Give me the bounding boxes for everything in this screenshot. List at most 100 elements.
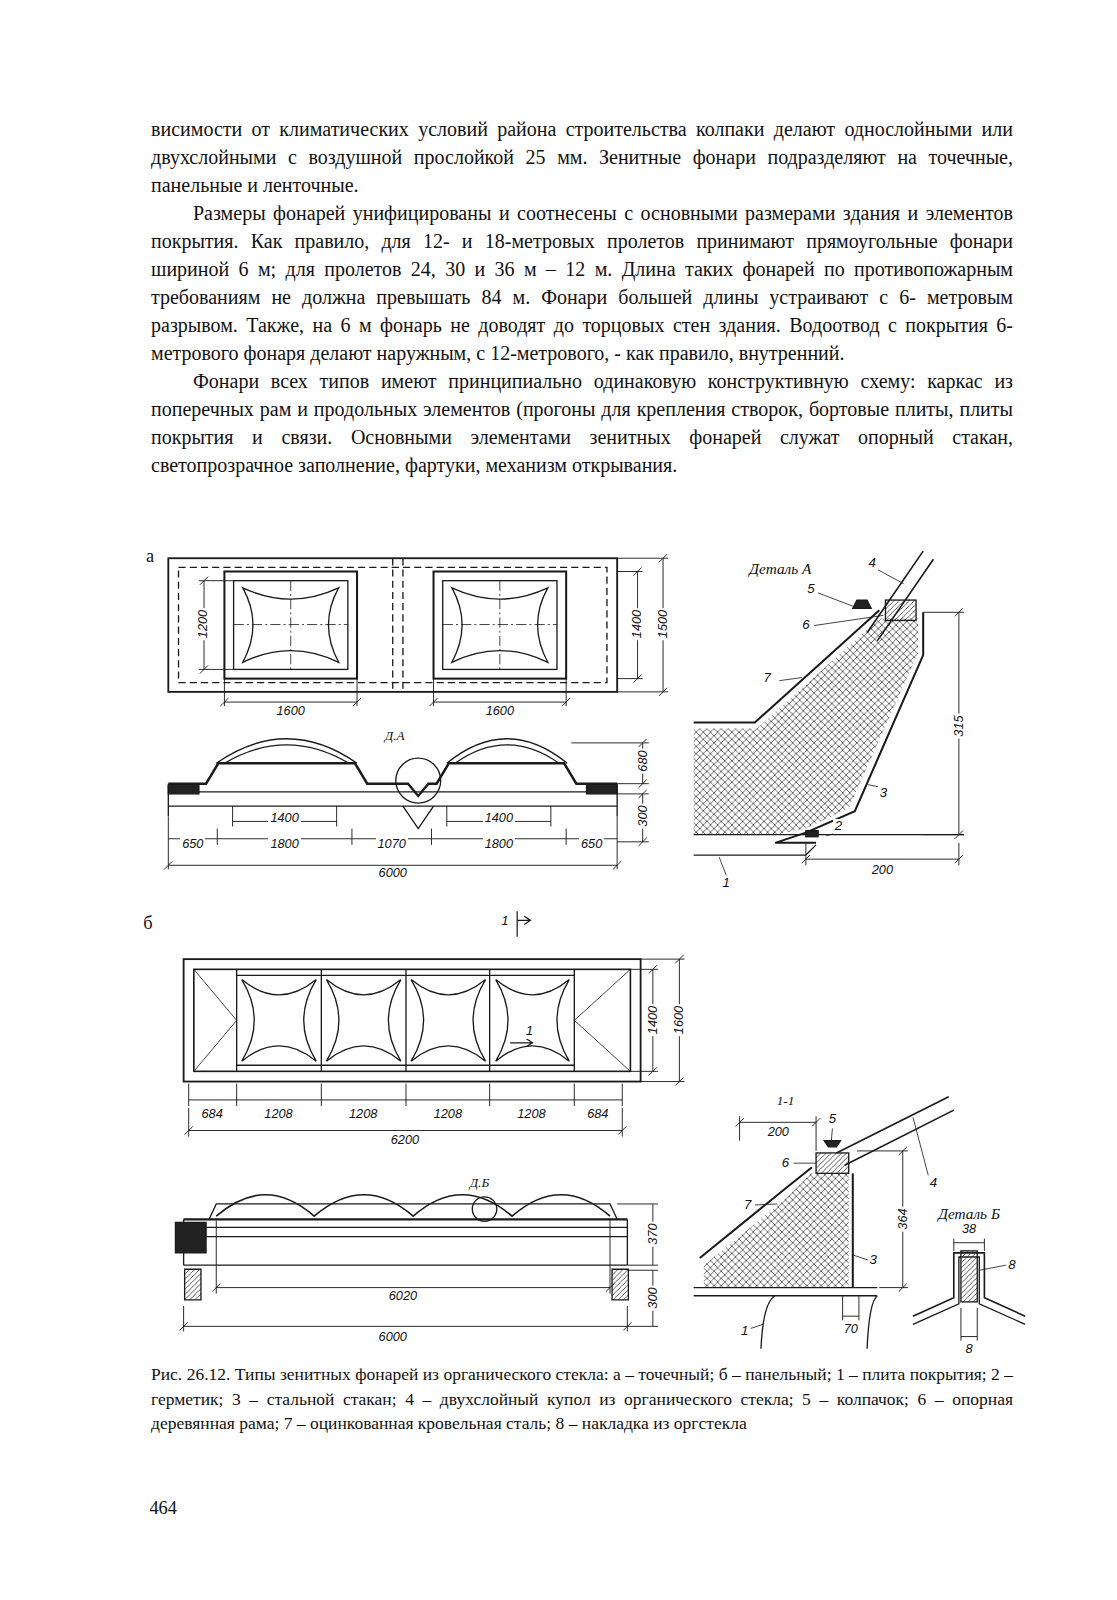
dimension-lines [164,739,649,870]
point-skylight-plan [168,558,617,692]
panel-skylight-section [216,1195,610,1216]
dimension-label: 1070 [376,837,408,851]
page-number: 464 [147,1498,179,1518]
dimension-lines [180,1306,632,1332]
part-letter: б [141,913,154,933]
detail-heading: Д.Б [468,1176,492,1191]
dimension-lines [212,1220,614,1293]
panel-skylight-section [472,1197,496,1221]
point-skylight-section [396,758,441,803]
point-skylight-plan [234,581,348,670]
body-text: висимости от климатических условий район… [151,115,1013,479]
dimension-label: 300 [646,1285,660,1310]
detail-a [694,610,880,722]
detail-heading: Деталь А [747,561,813,578]
dimension-label: 1600 [275,704,307,718]
callout-number: 4 [866,556,877,571]
dimension-lines [220,679,361,707]
point-skylight-plan [434,571,567,678]
dimension-label: 684 [200,1107,225,1121]
callout-number: 3 [868,1253,879,1268]
dimension-label: 1800 [483,837,515,851]
panel-skylight-plan [194,969,631,1071]
panel-skylight-plan [184,911,641,1081]
dimension-label: 1208 [262,1107,294,1121]
dimension-label: 315 [952,714,966,739]
dimension-lines [185,1108,627,1137]
section-1-1 [852,1173,854,1287]
dimension-label: 1600 [672,1004,686,1036]
drawing-lines [164,551,1025,1349]
caption-block: Рис. 26.12. Типы зенитных фонарей из орг… [151,1362,1013,1436]
callout-number: 4 [928,1176,939,1191]
detail-b [961,1251,977,1302]
panel-skylight-plan [194,969,631,1071]
detail-a [867,551,933,641]
dimension-label: 1600 [484,704,516,718]
dimension-lines [233,806,551,826]
dimension-label: 1800 [268,837,300,851]
panel-skylight-section [175,1222,206,1253]
point-skylight-plan [443,581,557,670]
panel-skylight-section [175,1195,628,1300]
detail-a [694,551,964,875]
detail-a [694,618,918,834]
callout-number: 5 [827,1112,838,1127]
section-1-1 [704,1173,849,1287]
callout-number: 1 [499,914,510,929]
panel-skylight-plan [517,911,530,937]
dimension-label: 370 [646,1222,660,1247]
detail-a [719,569,904,875]
callout-number: 7 [761,671,772,686]
detail-a [885,600,916,620]
panel-skylight-plan [326,980,400,1062]
detail-a [775,612,923,843]
panel-skylight-plan [242,980,316,1062]
dimension-label: 1200 [196,608,210,640]
detail-b [954,1239,985,1251]
panel-skylight-plan [496,980,569,1062]
point-skylight-plan [434,571,567,678]
callout-number: 6 [800,618,811,633]
callout-number: 1 [739,1324,750,1339]
point-skylight-section [168,784,617,817]
section-1-1 [843,1296,859,1320]
detail-b [979,1265,1006,1270]
panel-skylight-plan [510,1039,532,1047]
point-skylight-plan [168,558,617,692]
point-skylight-section [216,739,357,763]
section-1-1 [836,1097,953,1165]
panel-skylight-plan [411,980,485,1062]
callout-number: 1 [524,1024,535,1039]
dimension-label: 1400 [268,811,300,825]
dimension-label: 364 [896,1206,910,1231]
detail-heading: Деталь Б [936,1206,1002,1223]
section-1-1 [816,1153,849,1173]
dimension-label: 1400 [646,1004,660,1036]
callout-number: 1 [721,876,732,891]
section-1-1 [694,1288,878,1349]
body-paragraph: Размеры фонарей унифицированы и соотнесе… [151,199,1013,367]
point-skylight-section [168,786,199,794]
dimension-label: 6020 [387,1289,419,1303]
dimension-label: 1208 [347,1107,379,1121]
dimension-lines [199,554,668,706]
dimension-label: 6000 [377,1330,409,1344]
dimension-label: 1208 [432,1107,464,1121]
dimension-lines [180,1204,658,1332]
dimension-lines [189,1084,623,1106]
panel-skylight-section [184,1219,628,1265]
figure-caption: Рис. 26.12. Типы зенитных фонарей из орг… [151,1362,1013,1436]
callout-number: 2 [833,819,844,834]
dimension-label: 1208 [515,1107,547,1121]
section-1-1 [824,1141,840,1147]
callout-number: 6 [780,1156,791,1171]
dimension-lines [168,816,617,869]
detail-heading: Д.А [383,729,407,744]
dimension-label: 650 [180,837,205,851]
point-skylight-section [168,739,617,829]
dimension-lines [571,739,649,846]
dimension-label: 70 [842,1322,860,1336]
callout-number: 3 [878,786,889,801]
dimension-label: 8 [964,1342,975,1356]
